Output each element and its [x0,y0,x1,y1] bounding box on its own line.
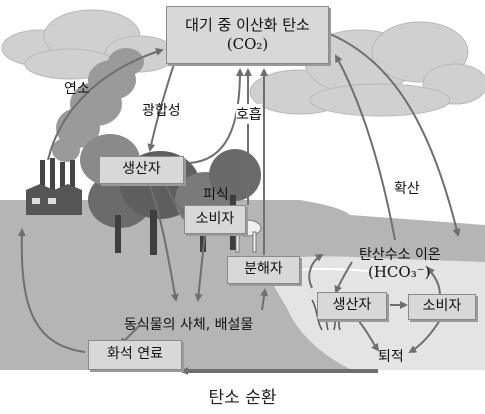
cloud-icon [249,21,485,117]
arrow-hco3-producer [334,261,353,294]
respiration-label: 호흡 [236,104,262,124]
photosynthesis-label: 광합성 [142,103,181,119]
arrow-diffusion-up [335,54,396,241]
arrow-photosynthesis [147,63,175,152]
figure-caption: 탄소 순환 [208,388,277,408]
remains-label: 동식물의 사체, 배설물 [124,317,254,333]
diffusion-label: 확산 [394,181,420,197]
combustion-label: 연소 [64,81,90,97]
fossil-fuel-box: 화석 연료 [88,340,182,370]
cloud-icon [1,9,176,80]
arrow-producer-remains [149,184,179,302]
arrow-combustion [47,48,164,161]
producer-land-label: 생산자 [122,161,161,178]
bicarbonate-title: 탄산수소 이온 [359,247,441,263]
arrow-producer-hco3 [308,253,324,289]
co2-formula: (CO₂) [226,35,269,53]
bicarbonate-formula: (HCO₃⁻) [368,263,431,281]
producer-land-box: 생산자 [99,156,184,184]
producer-sea-label: 생산자 [332,297,372,314]
producer-sea-box: 생산자 [317,292,387,320]
co2-box: 대기 중 이산화 탄소 (CO₂) [166,6,329,64]
arrow-remains-decomposer [260,288,269,311]
fossil-fuel-label: 화석 연료 [107,346,163,363]
arrow-feeding [165,183,188,216]
consumer-land-box: 소비자 [184,205,246,234]
consumer-land-label: 소비자 [195,210,235,227]
factory-icon [26,158,82,215]
decomposer-label: 분해자 [244,261,283,278]
arrow-consumer-sediment [408,319,441,354]
sediment-label: 퇴적 [378,349,404,365]
consumer-sea-box: 소비자 [408,294,476,320]
flow-arrows [17,33,461,375]
arrow-consumer-remains [194,233,206,302]
arrow-diffusion-down [329,33,461,237]
arrow-consumer-hco3 [426,266,441,297]
co2-title: 대기 중 이산화 탄소 [185,16,310,35]
consumer-sea-label: 소비자 [422,298,462,315]
arrow-producer-sediment [357,319,380,352]
decomposer-box: 분해자 [227,256,300,284]
arrow-fossil-factory [17,228,86,353]
feeding-label: 피식 [203,187,229,203]
arrow-respiration-producer [189,68,244,164]
